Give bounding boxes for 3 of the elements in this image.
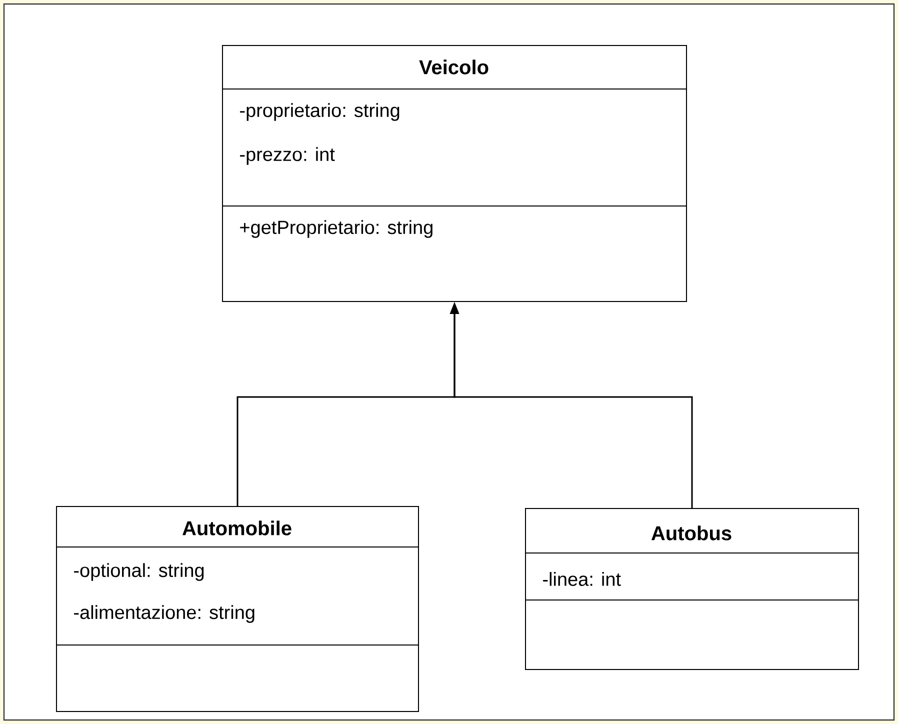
class-box: Automobile -optional: string -alimentazione: string [56, 506, 419, 712]
class-box: Veicolo -proprietario: string -prezzo: int +getProprietario: string [222, 45, 687, 302]
class-box: Autobus -linea: int [524, 508, 859, 670]
